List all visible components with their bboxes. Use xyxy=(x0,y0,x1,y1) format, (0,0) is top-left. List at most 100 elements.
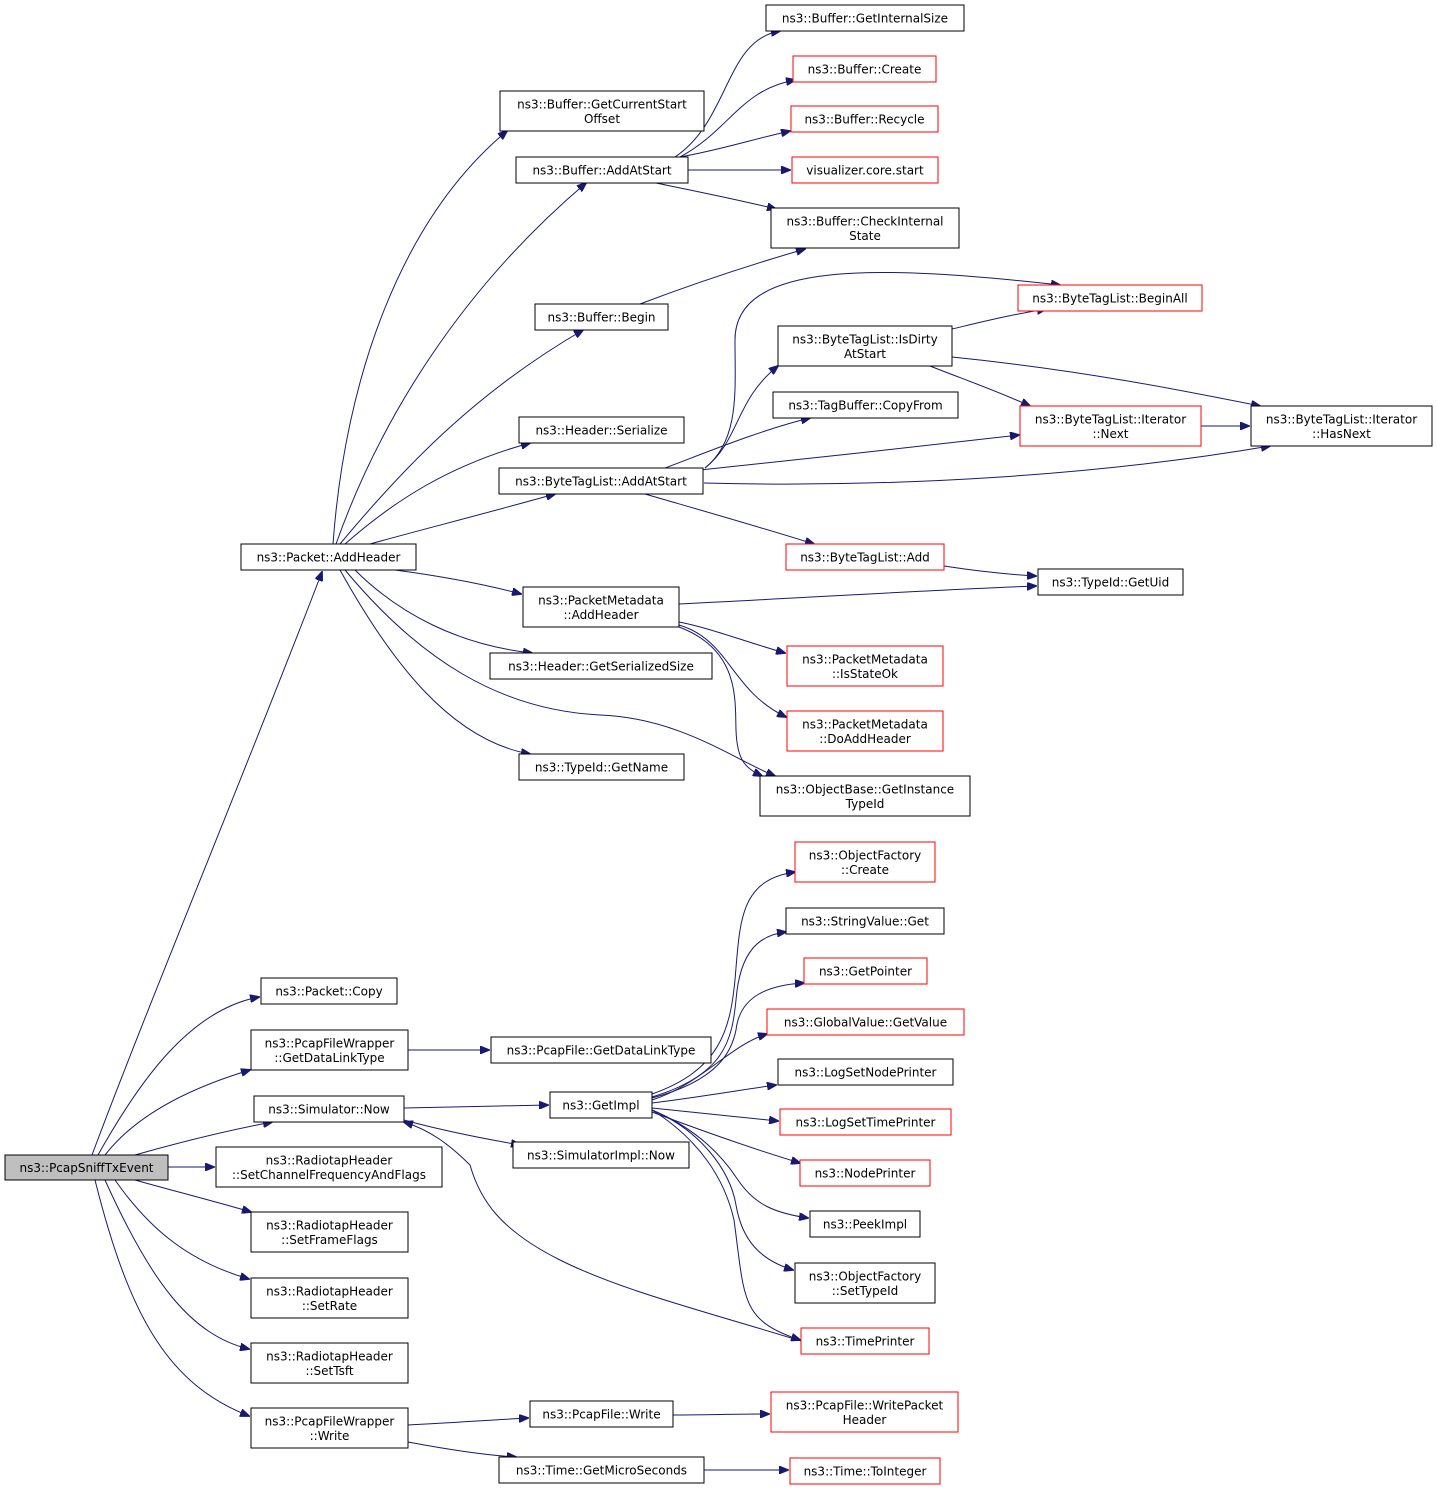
node-timeprinter[interactable]: ns3::TimePrinter xyxy=(800,1327,930,1355)
edge-root-to-pkt_copy xyxy=(97,997,259,1156)
node-label: Offset xyxy=(584,112,620,126)
node-label: ns3::TypeId::GetUid xyxy=(1052,576,1170,590)
edge-pkt_addheader-to-objbase_getinstance xyxy=(344,569,775,776)
edge-btl_add-to-typeid_getuid xyxy=(943,565,1036,576)
node-rh_setchannel[interactable]: ns3::RadiotapHeader::SetChannelFrequency… xyxy=(215,1146,443,1188)
node-label: ::Create xyxy=(841,863,889,877)
edge-getimpl-to-peekimpl xyxy=(651,1109,808,1218)
node-label: ns3::Buffer::CheckInternal xyxy=(786,214,943,228)
node-label: ns3::PacketMetadata xyxy=(802,652,928,666)
node-pm_isstateok[interactable]: ns3::PacketMetadata::IsStateOk xyxy=(786,645,944,687)
node-box xyxy=(4,1154,169,1181)
node-label: ns3::Buffer::Create xyxy=(808,63,922,77)
node-box xyxy=(779,1108,952,1136)
node-sim_now[interactable]: ns3::Simulator::Now xyxy=(253,1095,405,1123)
node-label: ns3::ByteTagList::Add xyxy=(800,551,930,565)
node-rh_setrate[interactable]: ns3::RadiotapHeader::SetRate xyxy=(250,1277,409,1319)
node-label: ns3::PcapSniffTxEvent xyxy=(19,1161,153,1175)
node-box xyxy=(765,4,965,32)
node-logsettimeprinter[interactable]: ns3::LogSetTimePrinter xyxy=(779,1108,952,1136)
node-label: ::SetTsft xyxy=(305,1364,353,1378)
node-buf_getinternalsize[interactable]: ns3::Buffer::GetInternalSize xyxy=(765,4,965,32)
node-box xyxy=(786,645,944,687)
node-box xyxy=(489,652,713,680)
node-box xyxy=(809,1210,921,1238)
node-box xyxy=(253,1095,405,1123)
node-hdr_getserializedsize[interactable]: ns3::Header::GetSerializedSize xyxy=(489,652,713,680)
node-time_getmicroseconds[interactable]: ns3::Time::GetMicroSeconds xyxy=(498,1456,705,1484)
node-objfactory_create[interactable]: ns3::ObjectFactory::Create xyxy=(794,841,936,883)
node-label: ::SetFrameFlags xyxy=(281,1233,378,1247)
edge-btl_isdirty-to-btli_hasnext xyxy=(951,356,1260,406)
edge-btl_addatstart-to-btl_beginall xyxy=(704,272,1060,469)
node-box xyxy=(794,841,936,883)
node-nodeprinter[interactable]: ns3::NodePrinter xyxy=(799,1159,931,1187)
edge-btl_isdirty-to-btl_beginall xyxy=(951,309,1046,330)
node-rh_setframeflags[interactable]: ns3::RadiotapHeader::SetFrameFlags xyxy=(250,1211,409,1253)
node-root[interactable]: ns3::PcapSniffTxEvent xyxy=(4,1154,169,1181)
edge-btl_addatstart-to-tagbuf_copyfrom xyxy=(664,418,810,469)
node-pkt_copy[interactable]: ns3::Packet::Copy xyxy=(260,977,398,1005)
node-btl_beginall[interactable]: ns3::ByteTagList::BeginAll xyxy=(1017,284,1203,312)
node-pkt_addheader[interactable]: ns3::Packet::AddHeader xyxy=(240,543,417,571)
node-buf_addatstart[interactable]: ns3::Buffer::AddAtStart xyxy=(515,156,689,184)
node-btli_next[interactable]: ns3::ByteTagList::Iterator::Next xyxy=(1019,405,1202,447)
node-time_tointeger[interactable]: ns3::Time::ToInteger xyxy=(789,1457,941,1485)
node-simimpl_now[interactable]: ns3::SimulatorImpl::Now xyxy=(512,1141,690,1169)
node-label: ns3::GetImpl xyxy=(562,1099,639,1113)
node-logsetnodeprinter[interactable]: ns3::LogSetNodePrinter xyxy=(777,1058,954,1086)
nodes-layer: ns3::PcapSniffTxEvent ns3::Packet::AddHea… xyxy=(4,4,1433,1485)
node-globalvalue_getvalue[interactable]: ns3::GlobalValue::GetValue xyxy=(766,1008,965,1036)
node-pm_addheader[interactable]: ns3::PacketMetadata::AddHeader xyxy=(522,586,680,628)
node-box xyxy=(215,1146,443,1188)
node-buf_create[interactable]: ns3::Buffer::Create xyxy=(792,55,937,83)
node-btl_addatstart[interactable]: ns3::ByteTagList::AddAtStart xyxy=(498,467,704,495)
node-pfw_write[interactable]: ns3::PcapFileWrapper::Write xyxy=(250,1407,409,1449)
node-label: ns3::RadiotapHeader xyxy=(266,1349,393,1363)
node-label: ns3::ByteTagList::Iterator xyxy=(1266,412,1417,426)
node-typeid_getname[interactable]: ns3::TypeId::GetName xyxy=(518,753,685,781)
edge-pkt_addheader-to-hdr_getserializedsize xyxy=(354,569,532,653)
node-pf_getdatalinktype[interactable]: ns3::PcapFile::GetDataLinkType xyxy=(490,1036,712,1064)
node-label: ns3::PeekImpl xyxy=(823,1218,907,1232)
edge-pm_addheader-to-objbase_getinstance xyxy=(678,626,762,776)
edge-btl_addatstart-to-btli_next xyxy=(699,435,1019,471)
edge-buf_addatstart-to-buf_checkinternal xyxy=(655,182,776,209)
node-buf_recycle[interactable]: ns3::Buffer::Recycle xyxy=(790,105,939,133)
node-label: ns3::NodePrinter xyxy=(815,1167,916,1181)
node-tagbuf_copyfrom[interactable]: ns3::TagBuffer::CopyFrom xyxy=(772,391,959,419)
edge-buf_addatstart-to-buf_getinternalsize xyxy=(674,31,780,158)
node-label: ns3::SimulatorImpl::Now xyxy=(527,1149,675,1163)
node-getimpl[interactable]: ns3::GetImpl xyxy=(549,1091,653,1119)
node-box xyxy=(789,1457,941,1485)
node-label: ns3::GlobalValue::GetValue xyxy=(784,1016,947,1030)
node-pfw_getdatalinktype[interactable]: ns3::PcapFileWrapper::GetDataLinkType xyxy=(250,1029,409,1071)
node-label: ::Next xyxy=(1092,427,1128,441)
node-hdr_serialize[interactable]: ns3::Header::Serialize xyxy=(518,416,685,444)
node-box xyxy=(518,416,685,444)
node-pf_write[interactable]: ns3::PcapFile::Write xyxy=(529,1400,674,1428)
node-typeid_getuid[interactable]: ns3::TypeId::GetUid xyxy=(1037,568,1184,596)
edge-root-to-pfw_write xyxy=(94,1179,249,1416)
node-label: ns3::Buffer::AddAtStart xyxy=(532,164,671,178)
node-rh_settsft[interactable]: ns3::RadiotapHeader::SetTsft xyxy=(250,1342,409,1384)
node-box xyxy=(777,1058,954,1086)
node-stringvalue_get[interactable]: ns3::StringValue::Get xyxy=(785,907,945,935)
node-btl_add[interactable]: ns3::ByteTagList::Add xyxy=(785,543,945,571)
node-getpointer[interactable]: ns3::GetPointer xyxy=(803,957,928,985)
node-pm_doaddheader[interactable]: ns3::PacketMetadata::DoAddHeader xyxy=(786,710,944,752)
node-peekimpl[interactable]: ns3::PeekImpl xyxy=(809,1210,921,1238)
node-box xyxy=(777,325,953,367)
node-vis_core_start[interactable]: visualizer.core.start xyxy=(791,156,939,184)
node-objfactory_settypeid[interactable]: ns3::ObjectFactory::SetTypeId xyxy=(794,1262,936,1304)
edge-root-to-rh_setframeflags xyxy=(134,1179,251,1212)
node-btli_hasnext[interactable]: ns3::ByteTagList::Iterator::HasNext xyxy=(1250,405,1433,447)
edge-sim_now-to-getimpl xyxy=(403,1105,548,1108)
node-buf_begin[interactable]: ns3::Buffer::Begin xyxy=(534,303,669,331)
